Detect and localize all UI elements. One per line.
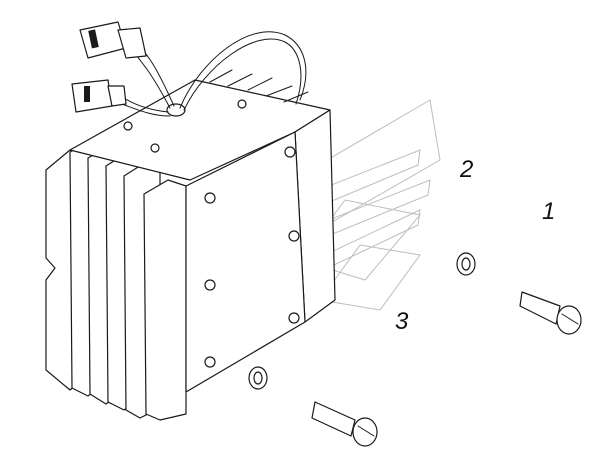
- rivet: [150, 143, 160, 153]
- rivet: [123, 121, 133, 131]
- rivet: [237, 99, 247, 109]
- rivet: [204, 279, 216, 291]
- rivet: [288, 230, 300, 242]
- grommet: [166, 103, 186, 117]
- rivet: [204, 356, 216, 368]
- wire-harness: [129, 31, 307, 111]
- rivet: [204, 192, 216, 204]
- callout-label-2: 2: [460, 156, 474, 183]
- callout-label-1: 1: [542, 198, 556, 225]
- top-fin-edges: [209, 69, 309, 103]
- screw-icon: [311, 401, 378, 447]
- connector-plug-icon: [79, 21, 147, 59]
- washer-icon: [456, 252, 476, 276]
- voltage-regulator-icon: [45, 31, 336, 421]
- rivet: [288, 312, 300, 324]
- wire-harness: [121, 97, 171, 117]
- front-face: [185, 131, 306, 393]
- heatsink-fin: [143, 179, 187, 421]
- washer-icon: [248, 366, 268, 390]
- connector-plug-icon: [71, 79, 127, 113]
- rivet: [284, 146, 296, 158]
- callout-label-3: 3: [395, 308, 409, 335]
- screw-icon: [519, 291, 582, 335]
